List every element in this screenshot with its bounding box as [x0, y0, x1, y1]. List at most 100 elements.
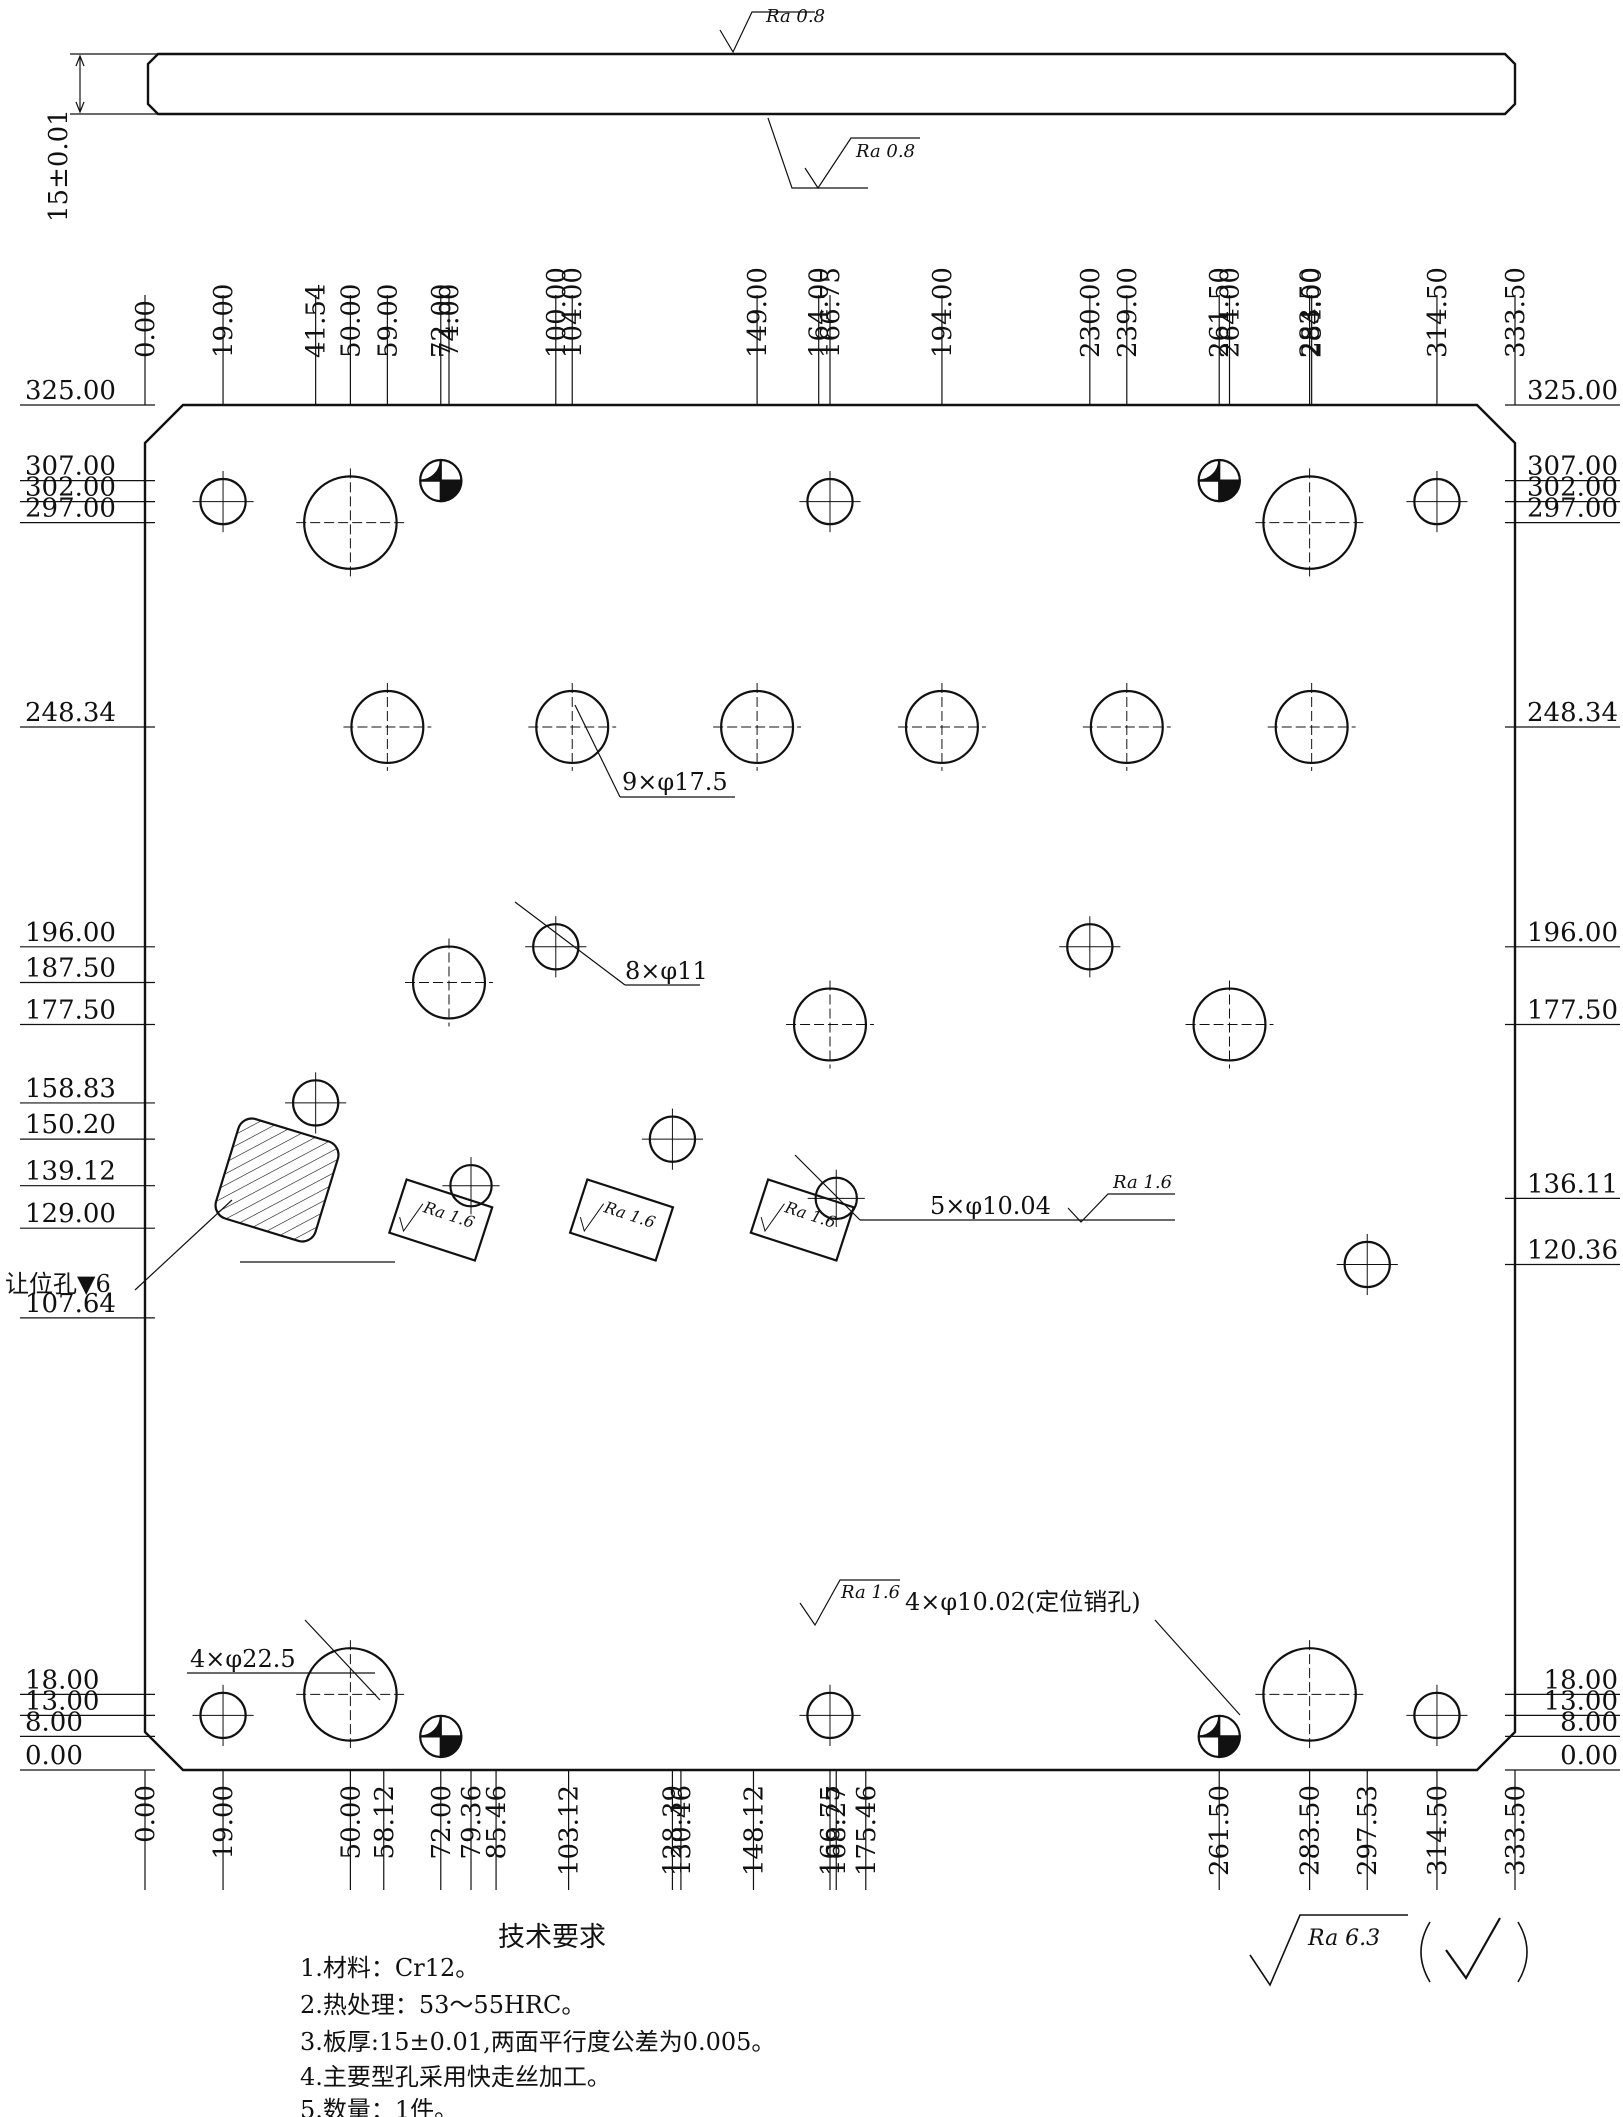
leader-dowel: [1154, 1619, 1241, 1716]
cavity-3-ra-label: Ra 1.6: [782, 1197, 839, 1232]
y-dim-right-label: 248.34: [1527, 698, 1618, 728]
tech-requirement-2: 2.热处理：53～55HRC。: [300, 1991, 586, 2019]
x-dim-top-label: 164.00: [805, 267, 835, 358]
x-dim-bottom-label: 79.36: [457, 1785, 487, 1859]
y-dim-left-label: 177.50: [25, 996, 116, 1026]
cavity-1-ra-label: Ra 1.6: [420, 1197, 477, 1232]
tech-requirement-5: 5.数量：1件。: [300, 2096, 459, 2117]
y-dim-left-label: 129.00: [25, 1199, 116, 1229]
dowel-hole-fill-a: [1198, 1715, 1221, 1738]
x-dim-top-label: 74.00: [435, 284, 465, 358]
cavity-1-outline: [387, 1178, 494, 1262]
y-dim-left-label: 187.50: [25, 954, 116, 984]
x-dim-bottom-label: 58.12: [370, 1785, 400, 1859]
dowel-hole-fill-a: [420, 1715, 442, 1738]
roughness-bottom-label: Ra 0.8: [855, 141, 915, 162]
x-dim-bottom-label: 261.50: [1205, 1785, 1235, 1876]
y-dim-right-label: 136.11: [1527, 1169, 1618, 1199]
x-dim-top-label: 72.00: [427, 284, 457, 358]
cavity-2: Ra 1.6: [568, 1178, 675, 1262]
callout-10-04: 5×φ10.04: [930, 1192, 1051, 1220]
overall-parens: [1420, 1921, 1528, 1983]
ra-symbol-dowel: [799, 1579, 900, 1627]
ra-label-10-04: Ra 1.6: [1112, 1172, 1172, 1193]
x-dim-bottom-label: 333.50: [1501, 1785, 1531, 1876]
callouts: [134, 704, 1241, 1716]
y-dim-right-label: 18.00: [1544, 1665, 1618, 1695]
y-dim-right-label: 13.00: [1544, 1686, 1618, 1716]
x-dim-bottom-label: 175.46: [852, 1785, 882, 1876]
cavity-3-ra-symbol: [760, 1203, 785, 1233]
x-dim-top-label: 50.00: [336, 284, 366, 358]
x-dim-top-label: 0.00: [131, 300, 161, 358]
x-dim-bottom-label: 72.00: [427, 1785, 457, 1859]
y-dim-left-label: 107.64: [25, 1289, 116, 1319]
x-dim-top-label: 239.00: [1113, 267, 1143, 358]
y-dim-right-label: 177.50: [1527, 996, 1618, 1026]
leader-17-5: [574, 704, 621, 798]
cavity-1: Ra 1.6: [387, 1178, 494, 1262]
y-dim-left-label: 325.00: [25, 376, 116, 406]
ra-label-dowel: Ra 1.6: [840, 1582, 900, 1603]
x-dim-top-label: 166.75: [816, 267, 846, 358]
y-dim-right-label: 302.00: [1527, 473, 1618, 503]
x-dim-top-label: 314.50: [1423, 267, 1453, 358]
y-dim-right-label: 0.00: [1560, 1741, 1618, 1771]
x-dim-top-label: 264.00: [1215, 267, 1245, 358]
y-dim-left-label: 18.00: [25, 1665, 99, 1695]
y-dim-left-label: 139.12: [25, 1157, 116, 1187]
cavity-2-outline: [568, 1178, 675, 1262]
x-dim-top-label: 284.00: [1298, 267, 1328, 358]
y-dim-right-label: 307.00: [1527, 452, 1618, 482]
x-dim-bottom-label: 283.50: [1296, 1785, 1326, 1876]
x-dim-bottom-label: 130.46: [667, 1785, 697, 1876]
leader-11: [514, 901, 626, 986]
y-dim-right-label: 196.00: [1527, 918, 1618, 948]
cavity-3: Ra 1.6: [749, 1178, 856, 1262]
y-dim-left-label: 302.00: [25, 473, 116, 503]
side-view-outline: [146, 52, 1517, 116]
callout-relief: 让位孔▼6: [5, 1270, 111, 1298]
y-dim-left-label: 150.20: [25, 1110, 116, 1140]
dowel-hole-fill-b: [1218, 1735, 1241, 1759]
x-dim-bottom-label: 85.46: [482, 1785, 512, 1859]
overall-ra-label: Ra 6.3: [1307, 1926, 1380, 1951]
cavity-2-ra-symbol: [579, 1203, 605, 1233]
x-dim-bottom-label: 148.12: [739, 1785, 769, 1876]
y-dim-right-label: 325.00: [1527, 376, 1618, 406]
x-dim-top-label: 41.54: [302, 284, 332, 358]
x-dim-top-label: 333.50: [1501, 267, 1531, 358]
cavity-2-ra-label: Ra 1.6: [601, 1197, 658, 1232]
tech-requirement-1: 1.材料：Cr12。: [300, 1954, 480, 1982]
leader-relief: [134, 1199, 233, 1291]
y-dim-left-label: 13.00: [25, 1686, 99, 1716]
dowel-hole-fill-a: [420, 459, 442, 482]
tech-requirement-4: 4.主要型孔采用快走丝加工。: [300, 2063, 611, 2091]
y-dim-left-label: 307.00: [25, 452, 116, 482]
ra-symbol-10-04: [1067, 1193, 1175, 1223]
relief-pocket-outline: [214, 1117, 340, 1243]
check-mark-icon: [1445, 1917, 1501, 1981]
x-dim-bottom-label: 103.12: [555, 1785, 585, 1876]
x-dim-bottom-label: 297.53: [1353, 1785, 1383, 1876]
dowel-hole-fill-a: [1198, 459, 1221, 482]
roughness-leader-bottom: [767, 117, 868, 189]
y-dim-right-label: 8.00: [1560, 1707, 1618, 1737]
x-dim-bottom-label: 166.75: [816, 1785, 846, 1876]
y-dim-left-label: 297.00: [25, 494, 116, 524]
relief-pocket: [214, 1117, 340, 1243]
thickness-arrows: [75, 54, 85, 114]
cavity-3-outline: [749, 1178, 856, 1262]
overall-ra-symbol: [1249, 1914, 1408, 1987]
x-dim-bottom-label: 0.00: [131, 1785, 161, 1843]
y-dim-left-label: 158.83: [25, 1074, 116, 1104]
x-dim-top-label: 261.50: [1205, 267, 1235, 358]
tech-requirement-3: 3.板厚:15±0.01,两面平行度公差为0.005。: [300, 2028, 776, 2056]
leader-10-04: [794, 1154, 861, 1221]
callout-11: 8×φ11: [625, 957, 708, 985]
y-dim-left-label: 196.00: [25, 918, 116, 948]
x-dim-top-label: 19.00: [209, 284, 239, 358]
roughness-top-label: Ra 0.8: [765, 6, 825, 27]
overall-roughness: [1249, 1914, 1528, 1987]
